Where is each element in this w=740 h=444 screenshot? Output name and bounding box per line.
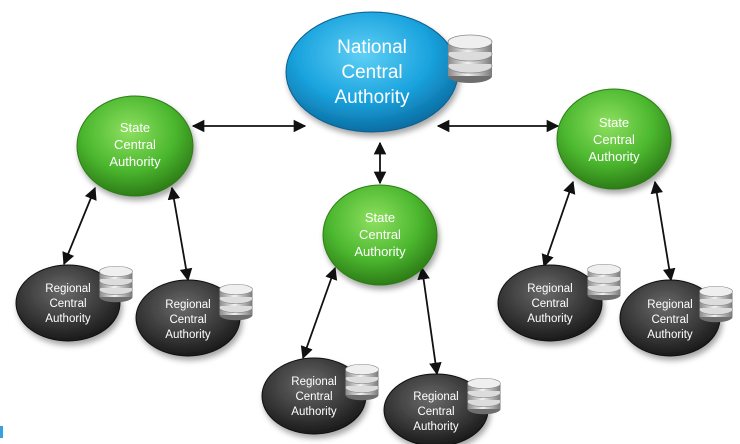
node-regional-5-line1: Regional [527, 283, 572, 295]
corner-accent [0, 426, 3, 438]
node-state-right-line3: Authority [588, 149, 640, 164]
node-regional-4-line3: Authority [413, 421, 459, 433]
node-regional-2-line3: Authority [165, 329, 211, 341]
node-regional-central-authority-4: Regional Central Authority [383, 373, 501, 444]
node-state-central-authority-right: State Central Authority [556, 88, 672, 190]
edge-state-left-regional-2 [167, 186, 193, 282]
node-regional-1-line2: Central [49, 298, 86, 310]
node-regional-central-authority-1: Regional Central Authority [15, 264, 133, 342]
database-icon [467, 377, 501, 415]
edge-state-center-regional-4 [417, 266, 442, 376]
node-regional-1-line3: Authority [45, 313, 91, 325]
node-state-left-line1: State [120, 120, 150, 135]
node-state-center-line2: Central [359, 227, 401, 242]
node-regional-2-line1: Regional [165, 299, 210, 311]
database-icon [99, 265, 133, 303]
edge-state-right-regional-6 [650, 180, 676, 282]
node-national-line2: Central [341, 62, 402, 83]
node-national-line3: Authority [335, 87, 410, 108]
database-icon [219, 283, 253, 321]
database-icon [447, 34, 493, 84]
node-regional-4-line1: Regional [413, 391, 458, 403]
node-regional-1-line1: Regional [45, 283, 90, 295]
node-state-left-line3: Authority [109, 154, 161, 169]
node-regional-5-line2: Central [531, 298, 568, 310]
node-regional-central-authority-3: Regional Central Authority [261, 357, 379, 435]
node-regional-central-authority-6: Regional Central Authority [619, 279, 733, 357]
edge-state-right-regional-5 [541, 180, 576, 268]
node-regional-3-line2: Central [295, 391, 332, 403]
node-state-center-line3: Authority [354, 244, 406, 259]
node-state-right-line1: State [599, 115, 629, 130]
database-icon [699, 285, 733, 323]
node-state-left-line2: Central [114, 137, 156, 152]
node-regional-central-authority-2: Regional Central Authority [135, 279, 253, 357]
node-state-right-line2: Central [593, 132, 635, 147]
node-national-line1: National [337, 37, 407, 58]
node-regional-5-line3: Authority [527, 313, 573, 325]
node-regional-6-line2: Central [651, 314, 688, 326]
database-icon [345, 363, 379, 401]
node-state-central-authority-left: State Central Authority [76, 95, 194, 197]
node-regional-4-line2: Central [417, 406, 454, 418]
node-regional-2-line2: Central [169, 314, 206, 326]
database-icon [587, 263, 621, 301]
node-state-center-line1: State [365, 210, 395, 225]
edge-state-center-regional-3 [300, 266, 338, 360]
node-state-central-authority-center: State Central Authority [322, 184, 438, 286]
edge-state-left-regional-1 [62, 186, 97, 266]
node-regional-3-line1: Regional [291, 376, 336, 388]
node-regional-6-line3: Authority [647, 329, 693, 341]
node-regional-6-line1: Regional [647, 299, 692, 311]
node-regional-3-line3: Authority [291, 406, 337, 418]
node-regional-central-authority-5: Regional Central Authority [497, 263, 621, 342]
node-national-central-authority: National Central Authority [285, 11, 493, 133]
